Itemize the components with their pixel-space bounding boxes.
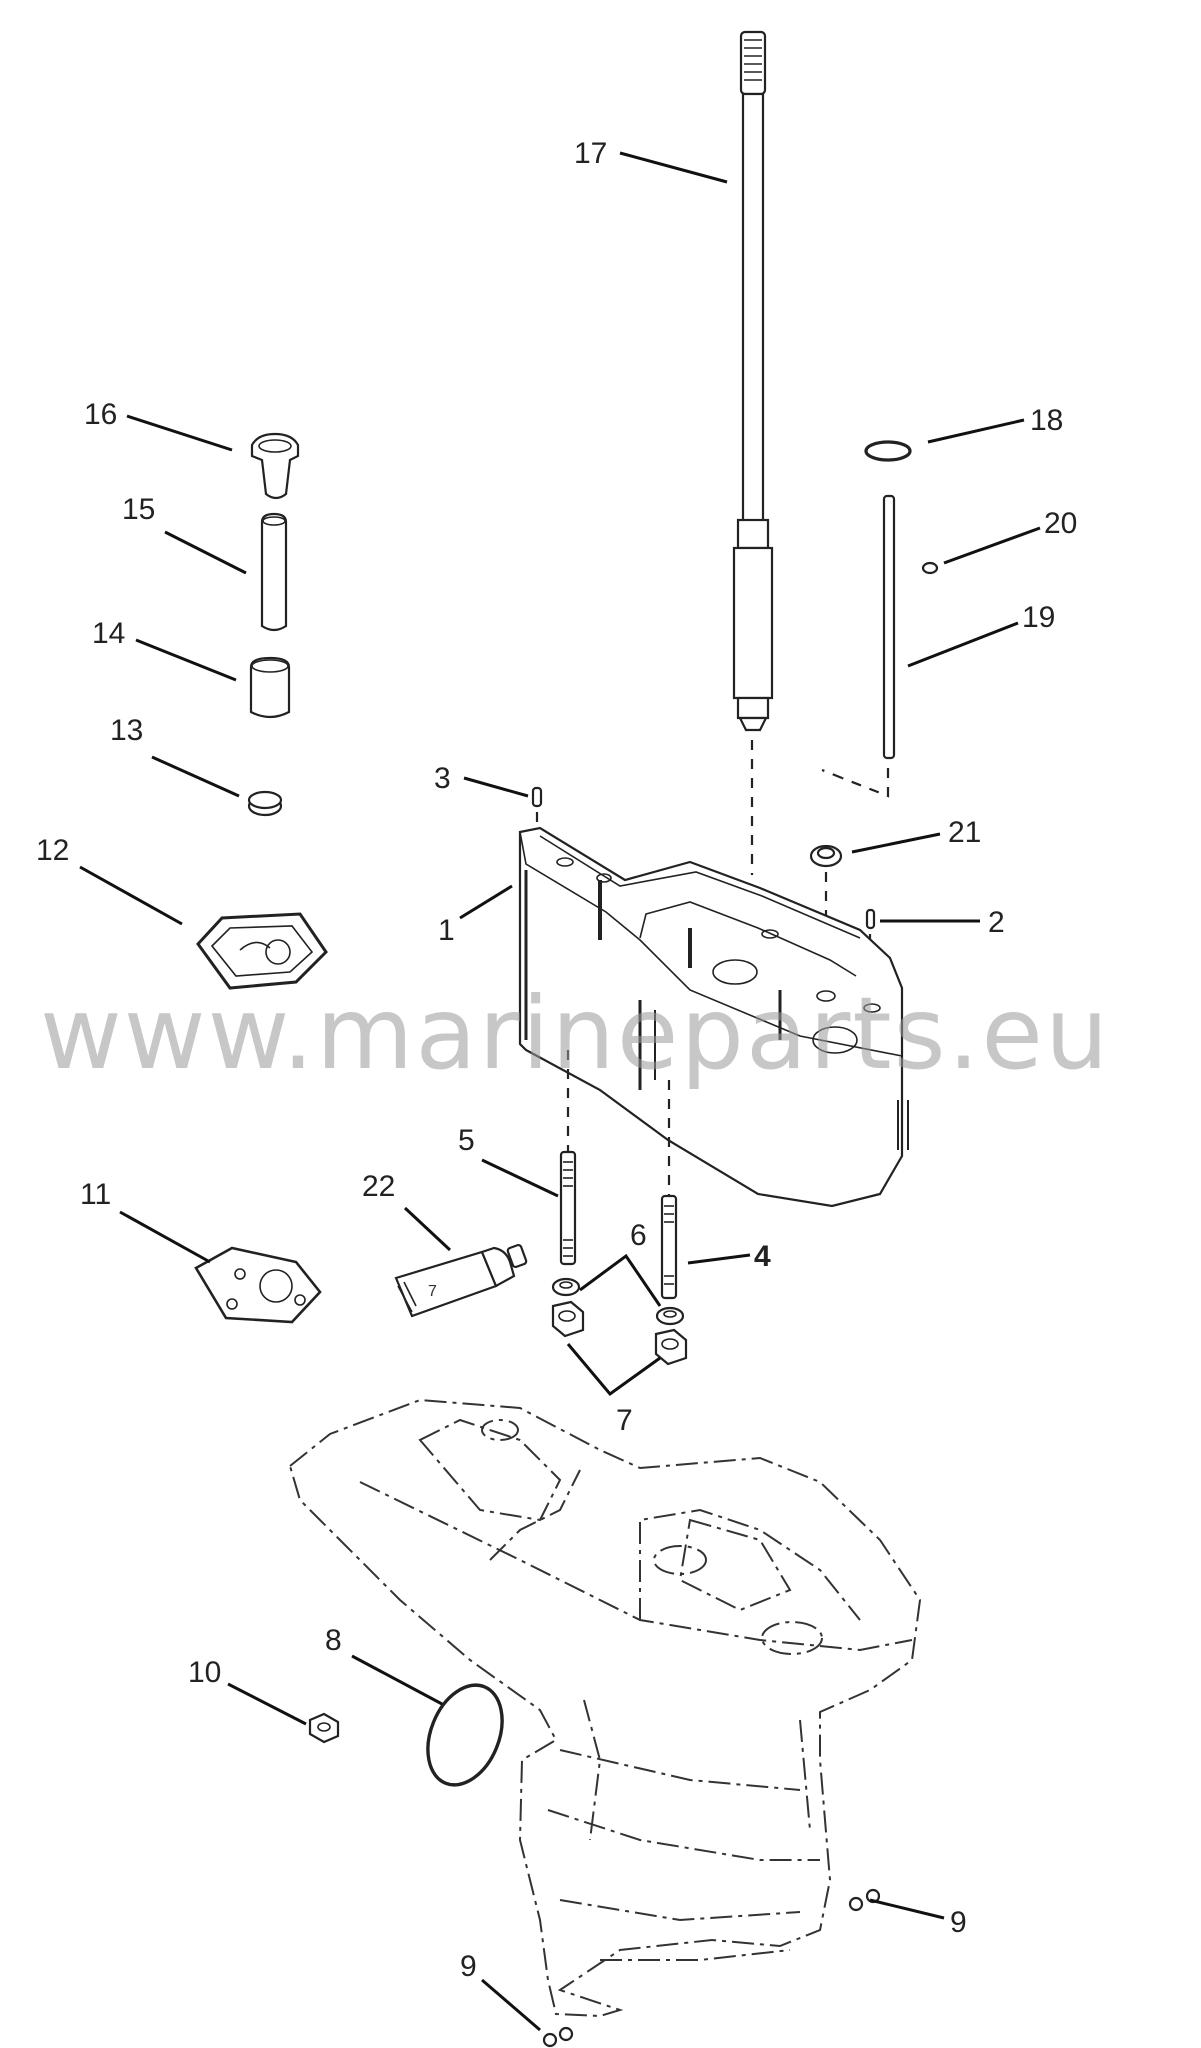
callout-18: 18 bbox=[1030, 404, 1063, 437]
gasket-12 bbox=[196, 912, 328, 990]
nut-7-right bbox=[654, 1328, 688, 1366]
watermark-text: www.marineparts.eu bbox=[40, 975, 1110, 1092]
callout-20: 20 bbox=[1044, 507, 1077, 540]
callout-4: 4 bbox=[754, 1240, 771, 1273]
callout-15: 15 bbox=[122, 493, 155, 526]
washer-6-right bbox=[655, 1306, 685, 1326]
callout-19: 19 bbox=[1022, 601, 1055, 634]
o-ring-8 bbox=[426, 1683, 504, 1787]
callout-labels: 17 16 15 14 13 12 3 1 18 20 19 21 2 5 22… bbox=[36, 137, 1077, 1983]
callout-5: 5 bbox=[458, 1124, 475, 1157]
stud-5 bbox=[559, 1150, 577, 1266]
washer-6-left bbox=[551, 1277, 581, 1297]
callout-14: 14 bbox=[92, 617, 125, 650]
callout-9-right: 9 bbox=[950, 1906, 967, 1939]
drive-shaft bbox=[732, 30, 774, 875]
gear-housing-phantom bbox=[288, 1398, 922, 2018]
callout-6: 6 bbox=[630, 1219, 647, 1252]
callout-10: 10 bbox=[188, 1656, 221, 1689]
bushing-16 bbox=[250, 432, 300, 500]
dowel-pin-2 bbox=[865, 908, 876, 1000]
stud-19 bbox=[821, 494, 896, 798]
callout-22: 22 bbox=[362, 1170, 395, 1203]
driveshaft-housing-1 bbox=[518, 826, 909, 1208]
callout-11: 11 bbox=[80, 1178, 111, 1211]
nut-10 bbox=[308, 1712, 340, 1744]
callout-2: 2 bbox=[988, 906, 1005, 939]
callout-9-bottom: 9 bbox=[460, 1950, 477, 1983]
callout-3: 3 bbox=[434, 762, 451, 795]
gasket-11 bbox=[194, 1246, 322, 1324]
dowel-pin-3 bbox=[531, 786, 543, 808]
seal-13 bbox=[247, 790, 283, 817]
o-ring-18 bbox=[864, 440, 912, 462]
callout-16: 16 bbox=[84, 398, 117, 431]
sealant-tube-22: 7 bbox=[394, 1243, 528, 1318]
tube-15 bbox=[260, 512, 288, 632]
callout-8: 8 bbox=[325, 1624, 342, 1657]
leader-lines bbox=[79, 151, 1041, 2032]
callout-1: 1 bbox=[438, 914, 455, 947]
stud-4 bbox=[660, 1194, 678, 1300]
svg-text:7: 7 bbox=[428, 1283, 437, 1300]
callout-7: 7 bbox=[616, 1404, 633, 1437]
callout-12: 12 bbox=[36, 834, 69, 867]
pin-20 bbox=[921, 561, 939, 575]
screw-9-bottom bbox=[542, 2026, 574, 2048]
sleeve-14 bbox=[249, 656, 291, 719]
nut-7-left bbox=[551, 1300, 585, 1338]
callout-13: 13 bbox=[110, 714, 143, 747]
screw-9-right bbox=[848, 1888, 881, 1912]
callout-21: 21 bbox=[948, 816, 981, 849]
callout-17: 17 bbox=[574, 137, 607, 170]
